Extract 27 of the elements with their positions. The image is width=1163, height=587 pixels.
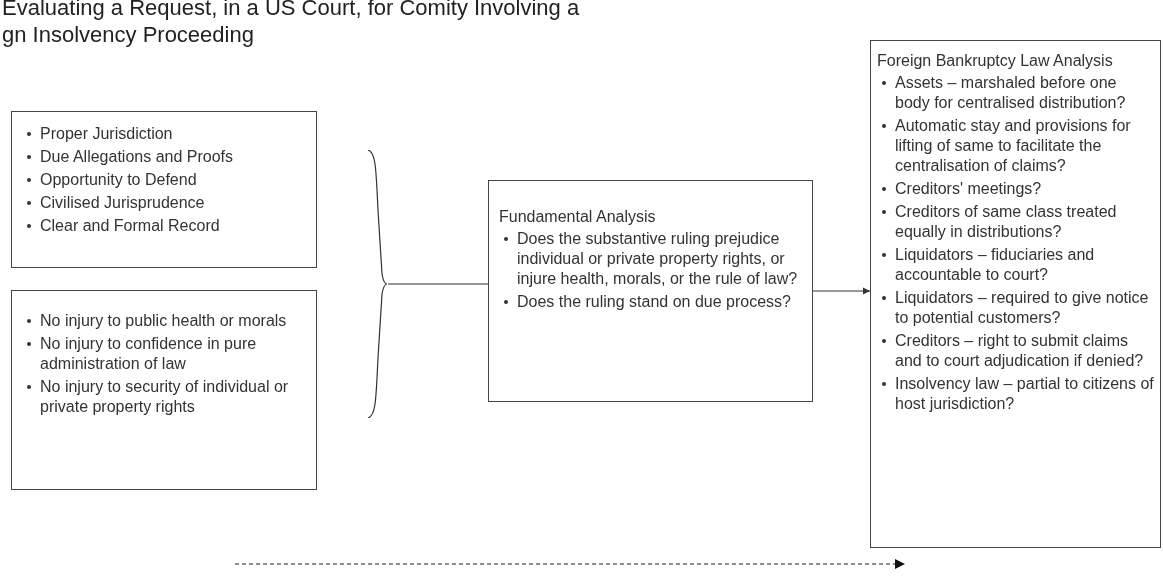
- bullet-item: No injury to security of individual or private property rights: [26, 377, 306, 417]
- bullet-item: Creditors of same class treated equally in distributions?: [881, 202, 1154, 242]
- box-heading: Fundamental Analysis: [499, 207, 657, 227]
- bullet-item: Clear and Formal Record: [26, 216, 306, 236]
- bullet-item: Liquidators – required to give notice to potential customers?: [881, 288, 1154, 328]
- bullet-item: No injury to confidence in pure administration of law: [26, 334, 306, 374]
- bullet-item: No injury to public health or morals: [26, 311, 306, 331]
- text-box: [11, 290, 317, 490]
- bullet-item: Insolvency law – partial to citizens of host jurisdiction?: [881, 374, 1154, 414]
- connector-line: [387, 283, 489, 285]
- bullet-item: Assets – marshaled before one body for centralised distribution?: [881, 73, 1154, 113]
- arrow: [812, 287, 871, 295]
- text-box: [488, 180, 813, 402]
- text-box: [870, 40, 1161, 548]
- text-box: [11, 111, 317, 268]
- bullet-item: Does the substantive ruling prejudice individual or private property rights, or injure health, morals, or the rule of law?: [503, 229, 800, 289]
- bullet-item: Due Allegations and Proofs: [26, 147, 306, 167]
- bullet-item: Automatic stay and provisions for lifting of same to facilitate the centralisation of claims?: [881, 116, 1154, 176]
- bullet-item: Civilised Jurisprudence: [26, 193, 306, 213]
- bullet-item: Opportunity to Defend: [26, 170, 306, 190]
- curly-brace: [366, 150, 388, 418]
- bullet-item: Proper Jurisdiction: [26, 124, 306, 144]
- bullet-item: Creditors – right to submit claims and to court adjudication if denied?: [881, 331, 1154, 371]
- bullet-item: Creditors' meetings?: [881, 179, 1154, 199]
- bullet-item: Does the ruling stand on due process?: [503, 292, 800, 312]
- box-heading: Foreign Bankruptcy Law Analysis: [877, 51, 1114, 71]
- bullet-item: Liquidators – fiduciaries and accountable to court?: [881, 245, 1154, 285]
